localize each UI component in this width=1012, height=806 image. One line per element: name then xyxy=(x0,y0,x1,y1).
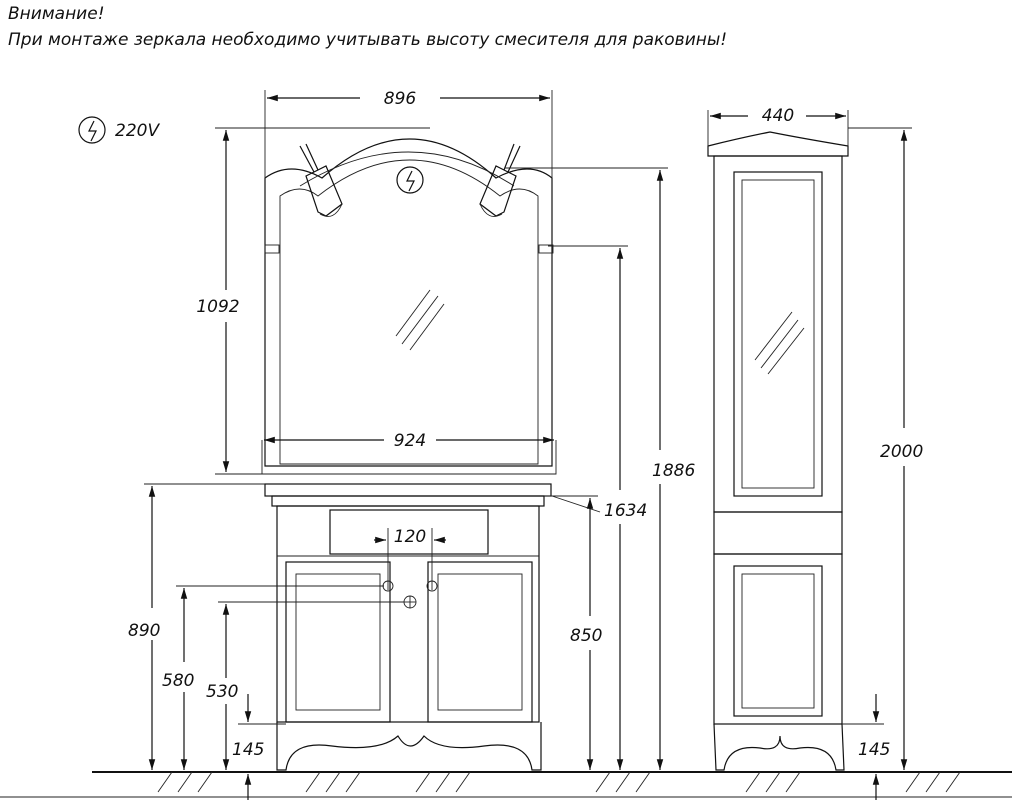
right-lamp xyxy=(479,143,521,217)
mirror xyxy=(261,138,557,475)
dim-pipe-upper: 580 xyxy=(162,671,194,691)
left-lamp xyxy=(299,143,343,217)
dim-cabinet-width: 924 xyxy=(394,431,426,451)
dim-basin-height: 850 xyxy=(570,626,602,646)
electric-outlet-icon xyxy=(396,166,424,194)
dim-column-height: 2000 xyxy=(880,442,923,462)
dim-pipe-lower: 530 xyxy=(206,682,238,702)
power-label: 220V xyxy=(115,121,160,141)
power-legend: 220V xyxy=(78,116,160,144)
dim-pipe-spacing: 120 xyxy=(394,527,426,547)
dim-mirror-width: 896 xyxy=(384,89,417,109)
mounting-warning: При монтаже зеркала необходимо учитывать… xyxy=(8,30,728,50)
dim-total-height: 1886 xyxy=(652,461,695,481)
dim-plinth-left: 145 xyxy=(232,740,264,760)
dim-unit-height: 890 xyxy=(128,621,160,641)
dim-socket-height: 1634 xyxy=(604,501,647,521)
dim-column-width: 440 xyxy=(762,106,794,126)
dimension-lines: 896 1092 924 1886 1634 850 890 xyxy=(128,89,923,800)
electric-outlet-icon xyxy=(78,116,106,144)
floor xyxy=(0,771,1012,798)
dim-mirror-height: 1092 xyxy=(196,297,239,317)
attention-heading: Внимание! xyxy=(8,4,105,24)
vanity-cabinet xyxy=(264,483,552,771)
tall-column xyxy=(707,131,849,771)
dim-plinth-right: 145 xyxy=(858,740,890,760)
